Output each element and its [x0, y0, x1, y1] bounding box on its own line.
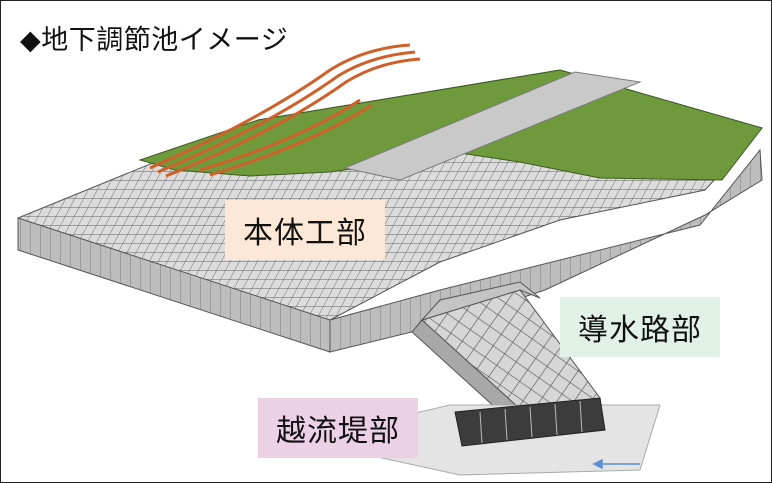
label-main-body: 本体工部: [225, 200, 385, 260]
weir-gates: [479, 400, 583, 444]
page-title: ◆地下調節池イメージ: [20, 25, 289, 56]
label-channel: 導水路部: [560, 297, 720, 357]
weir-structure: [454, 397, 606, 447]
road: [343, 71, 642, 181]
access-ramp-tracks: [149, 43, 421, 178]
channel-entry: [420, 281, 541, 322]
label-weir: 越流堤部: [258, 398, 418, 458]
flow-arrow-icon: [592, 458, 640, 470]
